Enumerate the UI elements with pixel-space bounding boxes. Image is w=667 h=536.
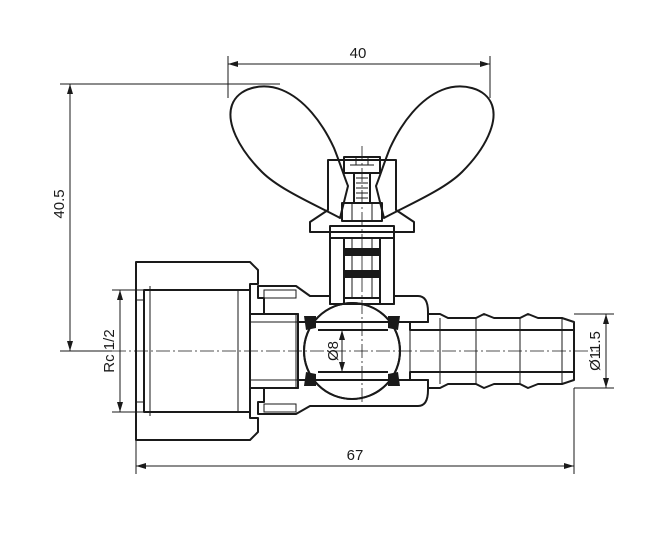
dimension-length-bottom-label: 67 (347, 447, 364, 464)
ball-seat-right-bottom (388, 372, 400, 386)
dimension-height-left: 40.5 (51, 83, 280, 352)
dimension-bore: Ø8 (325, 330, 345, 372)
ball-seat-left (304, 316, 316, 330)
wing-handle-left (229, 85, 349, 219)
dimension-width-top: 40 (227, 45, 491, 98)
dimension-thread: Rc 1/2 (101, 289, 144, 413)
dimension-thread-label: Rc 1/2 (101, 329, 118, 372)
dimension-length-bottom: 67 (135, 388, 575, 474)
dimension-height-left-label: 40.5 (51, 189, 68, 218)
wing-handle-right (375, 85, 495, 219)
ball-seat-right (388, 316, 400, 330)
wing-handle-hub (309, 159, 415, 233)
dimension-bore-label: Ø8 (325, 341, 342, 361)
ball-seat-left-bottom (304, 372, 316, 386)
dimension-hose-label: Ø11.5 (587, 331, 604, 371)
dimension-width-top-label: 40 (350, 45, 367, 62)
dimension-hose: Ø11.5 (574, 313, 614, 389)
